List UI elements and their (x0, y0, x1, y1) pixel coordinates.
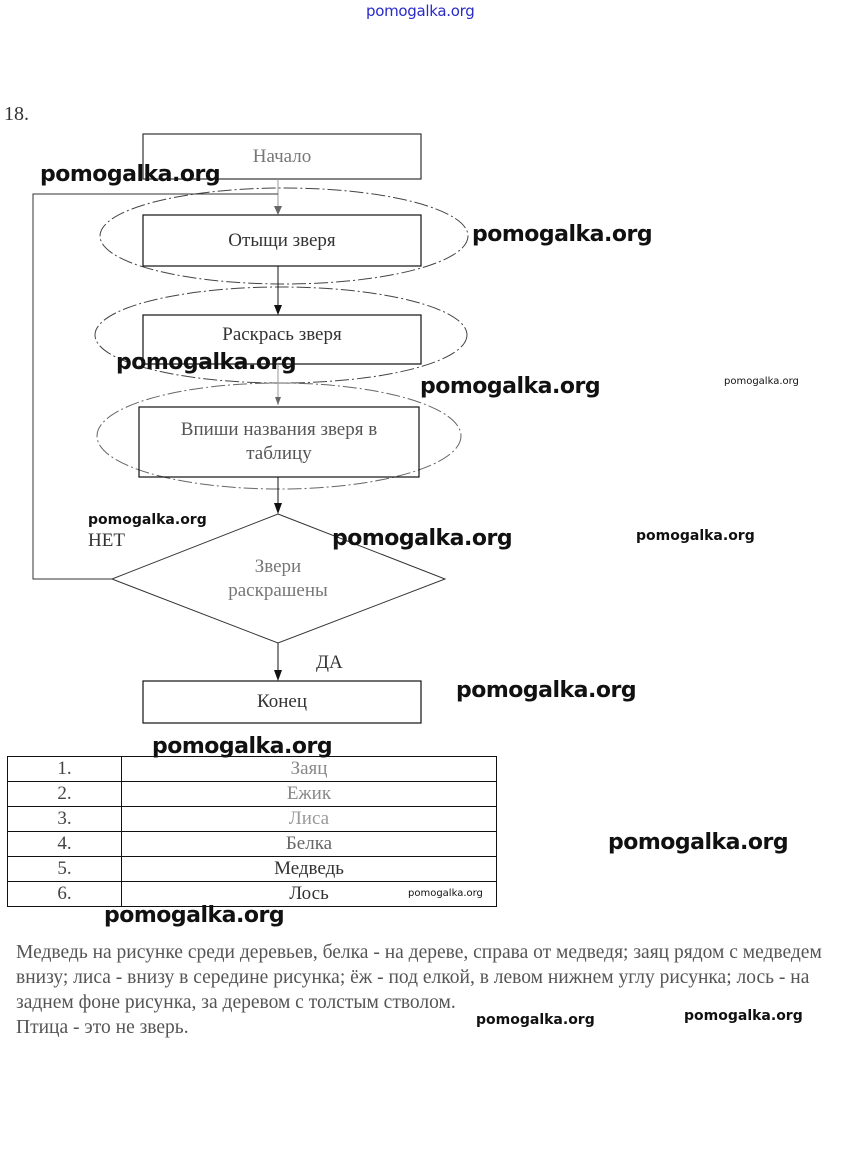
step1-box (142, 214, 422, 267)
table-row: 3. Лиса (7, 806, 497, 832)
answer-paragraph: Медведь на рисунке среди деревьев, белка… (16, 942, 822, 1013)
arrowhead-decision (274, 503, 282, 514)
animal-name: Заяц (121, 756, 497, 782)
end-box (142, 680, 422, 724)
arrowhead-step3 (275, 397, 281, 405)
step3-label-line1: Впиши названия зверя в (180, 419, 378, 441)
arrowhead-step1 (274, 206, 282, 215)
row-number: 3. (7, 806, 122, 832)
start-label: Начало (252, 145, 312, 167)
loop-back-line (32, 193, 278, 580)
animals-table: 1. Заяц 2. Ежик 3. Лиса 4. Белка 5. Медв… (7, 756, 497, 907)
table-row: 6. Лось (7, 881, 497, 907)
arrowhead-end (274, 670, 282, 681)
highlight-ellipse-3 (96, 382, 462, 490)
watermark: pomogalka.org (408, 888, 483, 899)
animal-name: Лиса (121, 806, 497, 832)
watermark: pomogalka.org (88, 512, 207, 528)
watermark: pomogalka.org (40, 162, 221, 187)
row-number: 4. (7, 831, 122, 857)
animal-name: Белка (121, 831, 497, 857)
step2-box (142, 314, 422, 365)
start-box (142, 133, 422, 180)
animal-name: Лось (121, 881, 497, 907)
watermark: pomogalka.org (332, 526, 513, 551)
step3-label-line2: таблицу (246, 443, 312, 464)
table-row: 5. Медведь (7, 856, 497, 882)
watermark: pomogalka.org (152, 734, 333, 759)
no-branch-label: НЕТ (88, 530, 125, 551)
decision-label-line1: Звери (254, 556, 302, 578)
watermark: pomogalka.org (724, 376, 799, 387)
top-watermark: pomogalka.org (366, 2, 475, 20)
table-row: 1. Заяц (7, 756, 497, 782)
task-number: 18. (4, 103, 29, 125)
step1-label: Отыщи зверя (228, 229, 336, 251)
answer-text: Медведь на рисунке среди деревьев, белка… (16, 940, 846, 1040)
watermark: pomogalka.org (608, 830, 789, 855)
table-row: 2. Ежик (7, 781, 497, 807)
watermark: pomogalka.org (476, 1012, 595, 1028)
step2-label: Раскрась зверя (222, 324, 342, 346)
highlight-ellipse-1 (99, 187, 469, 285)
yes-branch-label: ДА (316, 652, 343, 673)
step3-label: Впиши названия зверя в таблицу (139, 412, 419, 472)
watermark: pomogalka.org (420, 374, 601, 399)
step3-box (138, 406, 420, 478)
watermark: pomogalka.org (472, 222, 653, 247)
watermark: pomogalka.org (456, 678, 637, 703)
row-number: 5. (7, 856, 122, 882)
animal-name: Ежик (121, 781, 497, 807)
decision-label: Звери раскрашены (178, 550, 378, 608)
end-label: Конец (257, 691, 307, 713)
watermark: pomogalka.org (116, 350, 297, 375)
row-number: 1. (7, 756, 122, 782)
answer-note: Птица - это не зверь. (16, 1017, 189, 1038)
row-number: 6. (7, 881, 122, 907)
animal-name: Медведь (121, 856, 497, 882)
arrowhead-step2 (274, 305, 282, 315)
watermark: pomogalka.org (684, 1008, 803, 1024)
watermark: pomogalka.org (636, 528, 755, 544)
table-row: 4. Белка (7, 831, 497, 857)
watermark: pomogalka.org (104, 903, 285, 928)
row-number: 2. (7, 781, 122, 807)
decision-label-line2: раскрашены (228, 580, 328, 601)
flowchart-diagram (32, 133, 469, 724)
